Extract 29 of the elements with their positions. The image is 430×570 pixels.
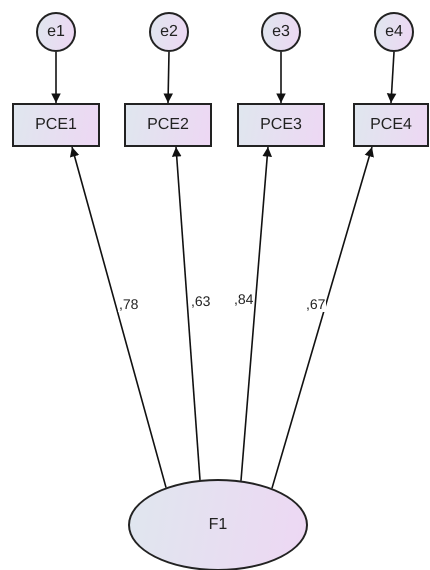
arrow xyxy=(163,52,173,104)
edge-label: ,63 xyxy=(190,293,212,309)
edge-label: ,78 xyxy=(118,296,140,312)
arrow xyxy=(271,146,374,488)
arrow xyxy=(70,146,167,488)
arrow xyxy=(172,146,201,480)
variable-box xyxy=(12,103,100,147)
node-label: e2 xyxy=(160,23,178,41)
arrow xyxy=(386,52,396,104)
node-label: PCE2 xyxy=(147,116,189,134)
variable-box xyxy=(237,103,325,147)
arrow xyxy=(240,146,272,481)
error-circle xyxy=(374,12,414,52)
error-circle xyxy=(149,12,189,52)
edge-label: ,84 xyxy=(233,291,254,307)
arrow xyxy=(276,52,286,103)
error-circle xyxy=(36,12,76,52)
node-label: PCE1 xyxy=(35,116,77,134)
edge-label: ,67 xyxy=(305,296,326,312)
variable-box xyxy=(124,103,212,147)
variable-box xyxy=(353,103,429,147)
node-label: e3 xyxy=(272,23,290,41)
node-label: F1 xyxy=(208,516,228,534)
node-label: PCE4 xyxy=(370,116,412,134)
node-label: PCE3 xyxy=(260,116,302,134)
error-circle xyxy=(261,12,301,52)
node-label: e4 xyxy=(385,23,403,41)
arrow xyxy=(51,52,61,103)
node-label: e1 xyxy=(47,23,65,41)
